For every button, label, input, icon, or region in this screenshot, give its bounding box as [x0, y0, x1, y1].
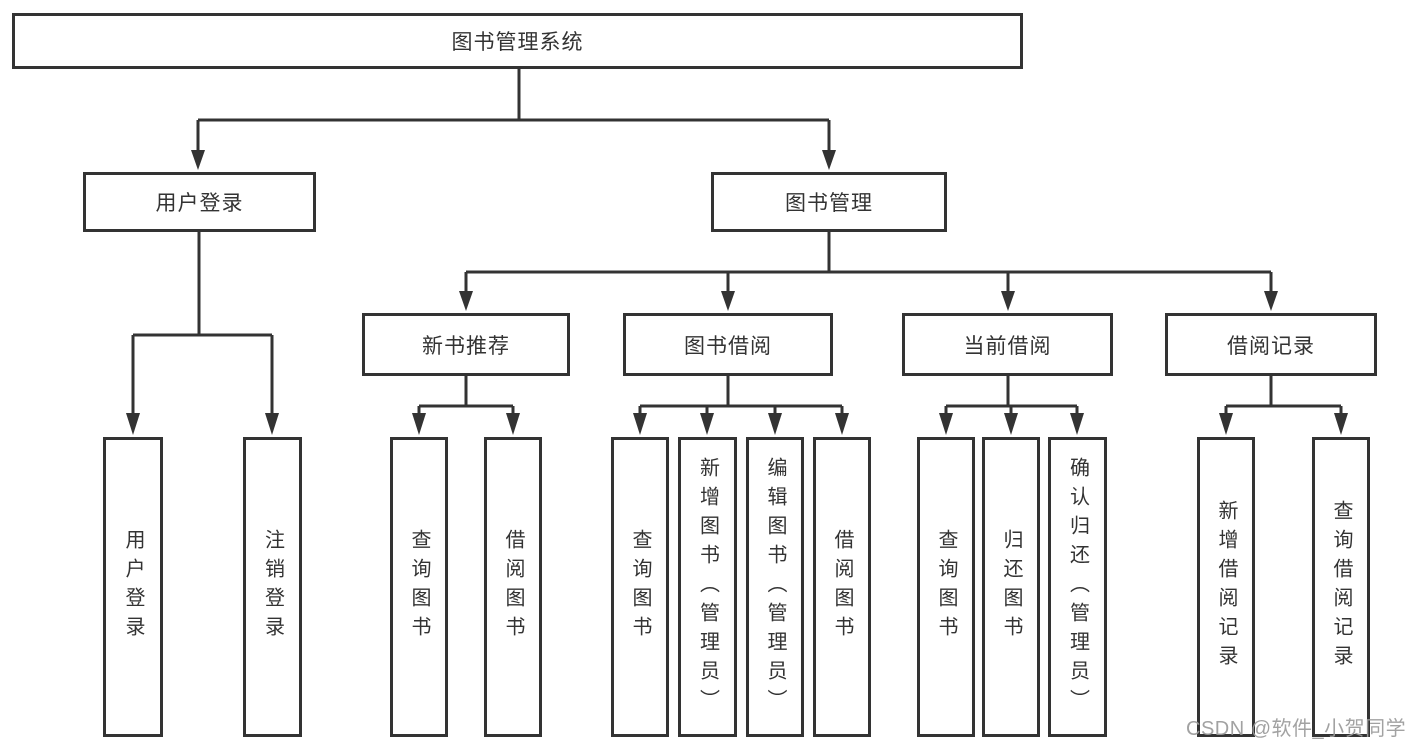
node-book-management: 图书管理 [711, 172, 947, 232]
node-new-book-recommend: 新书推荐 [362, 313, 570, 376]
node-current-borrow: 当前借阅 [902, 313, 1113, 376]
node-root-library-system: 图书管理系统 [12, 13, 1023, 69]
leaf-add-books-admin: 新增图书（管理员） [678, 437, 737, 737]
leaf-query-books-borrow: 查询图书 [611, 437, 669, 737]
leaf-query-borrow-record: 查询借阅记录 [1312, 437, 1370, 737]
leaf-edit-books-admin: 编辑图书（管理员） [746, 437, 804, 737]
leaf-user-login: 用户登录 [103, 437, 163, 737]
node-book-borrow: 图书借阅 [623, 313, 833, 376]
leaf-query-books-recommend: 查询图书 [390, 437, 448, 737]
node-user-login: 用户登录 [83, 172, 316, 232]
leaf-borrow-books-recommend: 借阅图书 [484, 437, 542, 737]
leaf-confirm-return-admin: 确认归还（管理员） [1048, 437, 1107, 737]
leaf-logout: 注销登录 [243, 437, 302, 737]
leaf-query-books-current: 查询图书 [917, 437, 975, 737]
leaf-borrow-books: 借阅图书 [813, 437, 871, 737]
csdn-watermark: CSDN @软件_小贺同学 [1186, 718, 1405, 740]
leaf-return-books: 归还图书 [982, 437, 1040, 737]
leaf-add-borrow-record: 新增借阅记录 [1197, 437, 1255, 737]
node-borrow-records: 借阅记录 [1165, 313, 1377, 376]
